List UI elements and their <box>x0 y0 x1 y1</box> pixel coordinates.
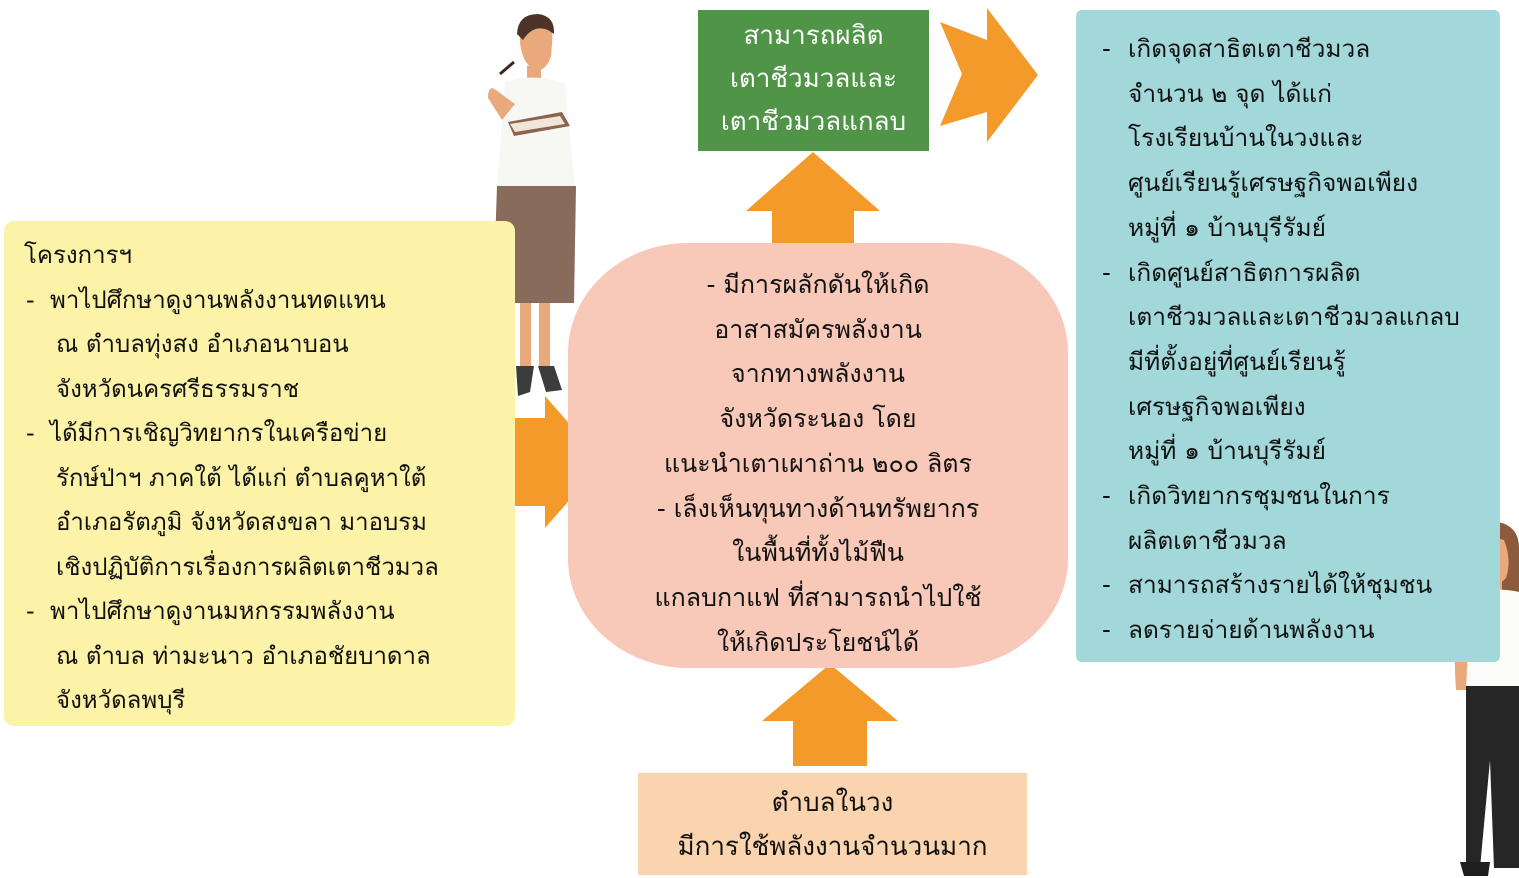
right-item-1-line: หมู่ที่ ๑ บ้านบุรีรัมย์ <box>1128 212 1327 242</box>
results-teal-box: - เกิดจุดสาธิตเตาชีวมวล จำนวน ๒ จุด ได้แ… <box>1076 10 1500 662</box>
left-item-3: - พาไปศึกษาดูงานมหกรรมพลังงาน ณ ตำบล ท่า… <box>24 589 501 723</box>
left-item-3-line: จังหวัดลพบุรี <box>56 686 186 714</box>
center-process-box: - มีการผลักดันให้เกิด อาสาสมัครพลังงาน จ… <box>568 243 1068 668</box>
green-line: สามารถผลิต <box>743 21 884 51</box>
left-box-title: โครงการฯ <box>24 241 132 269</box>
left-item-2-line: อำเภอรัตภูมิ จังหวัดสงขลา มาอบรม <box>56 508 427 536</box>
left-activities-box: โครงการฯ - พาไปศึกษาดูงานพลังงานทดแทน ณ … <box>4 221 515 726</box>
bullet-dash: - <box>26 597 35 625</box>
right-item-2-line: เกิดศูนย์สาธิตการผลิต <box>1128 257 1361 287</box>
bottom-line: ตำบลในวง <box>771 788 894 818</box>
right-item-3-line: ผลิตเตาชีวมวล <box>1128 525 1287 555</box>
right-item-1-line: เกิดจุดสาธิตเตาชีวมวล <box>1128 34 1371 63</box>
right-item-4-line: สามารถสร้างรายได้ให้ชุมชน <box>1128 570 1433 600</box>
arrow-center-to-green <box>746 152 880 247</box>
center-line: ให้เกิดประโยชน์ได้ <box>716 627 920 657</box>
right-item-1-line: ศูนย์เรียนรู้เศรษฐกิจพอเพียง <box>1128 168 1419 198</box>
bullet-dash: - <box>1102 34 1111 63</box>
output-green-box: สามารถผลิต เตาชีวมวลและ เตาชีวมวลแกลบ <box>698 10 929 151</box>
bottom-line: มีการใช้พลังงานจำนวนมาก <box>677 832 988 862</box>
center-line: อาสาสมัครพลังงาน <box>714 314 922 344</box>
left-item-1-line: ณ ตำบลทุ่งสง อำเภอนาบอน <box>56 330 349 358</box>
center-line: แกลบกาแฟ ที่สามารถนำไปใช้ <box>654 582 982 612</box>
left-item-3-line: พาไปศึกษาดูงานมหกรรมพลังงาน <box>50 597 395 625</box>
left-item-1-line: จังหวัดนครศรีธรรมราช <box>56 374 300 403</box>
green-line: เตาชีวมวลแกลบ <box>720 107 907 137</box>
bullet-dash: - <box>1102 257 1111 287</box>
center-line: จากทางพลังงาน <box>731 359 905 389</box>
bullet-dash: - <box>1102 615 1111 645</box>
right-item-1-line: จำนวน ๒ จุด ได้แก่ <box>1128 78 1333 108</box>
right-item-4: - สามารถสร้างรายได้ให้ชุมชน <box>1102 563 1500 608</box>
center-line: ในพื้นที่ทั้งไม้ฟืน <box>732 538 904 568</box>
arrow-bottom-to-center <box>762 664 898 766</box>
right-item-2-line: หมู่ที่ ๑ บ้านบุรีรัมย์ <box>1128 436 1327 466</box>
left-item-1: - พาไปศึกษาดูงานพลังงานทดแทน ณ ตำบลทุ่งส… <box>24 278 501 412</box>
left-item-1-line: พาไปศึกษาดูงานพลังงานทดแทน <box>50 285 386 314</box>
left-item-2: - ได้มีการเชิญวิทยากรในเครือข่าย รักษ์ป่… <box>24 411 501 589</box>
origin-bottom-box: ตำบลในวง มีการใช้พลังงานจำนวนมาก <box>638 773 1027 875</box>
center-line: - เล็งเห็นทุนทางด้านทรัพยากร <box>656 493 980 523</box>
right-item-2-line: เตาชีวมวลและเตาชีวมวลแกลบ <box>1128 302 1460 332</box>
left-item-2-line: เชิงปฏิบัติการเรื่องการผลิตเตาชีวมวล <box>56 552 439 581</box>
bullet-dash: - <box>26 285 35 314</box>
right-item-1: - เกิดจุดสาธิตเตาชีวมวล จำนวน ๒ จุด ได้แ… <box>1102 27 1500 251</box>
right-item-5: - ลดรายจ่ายด้านพลังงาน <box>1102 608 1500 653</box>
arrow-left-to-center <box>514 396 603 528</box>
left-item-3-line: ณ ตำบล ท่ามะนาว อำเภอชัยบาดาล <box>56 641 431 670</box>
right-item-3: - เกิดวิทยากรชุมชนในการ ผลิตเตาชีวมวล <box>1102 474 1500 563</box>
green-line: เตาชีวมวลและ <box>730 64 897 94</box>
right-item-3-line: เกิดวิทยากรชุมชนในการ <box>1128 481 1390 511</box>
bullet-dash: - <box>1102 481 1111 511</box>
right-item-2-line: เศรษฐกิจพอเพียง <box>1128 391 1306 421</box>
right-item-2: - เกิดศูนย์สาธิตการผลิต เตาชีวมวลและเตาช… <box>1102 251 1500 475</box>
left-item-2-line: ได้มีการเชิญวิทยากรในเครือข่าย <box>50 419 388 447</box>
bullet-dash: - <box>26 419 35 447</box>
center-line: จังหวัดระนอง โดย <box>719 404 917 434</box>
center-line: แนะนำเตาเผาถ่าน ๒๐๐ ลิตร <box>664 448 972 478</box>
center-line: - มีการผลักดันให้เกิด <box>706 270 930 299</box>
right-item-1-line: โรงเรียนบ้านในวงและ <box>1128 123 1364 153</box>
left-item-2-line: รักษ์ป่าฯ ภาคใต้ ได้แก่ ตำบลคูหาใต้ <box>56 463 427 492</box>
right-item-2-line: มีที่ตั้งอยู่ที่ศูนย์เรียนรู้ <box>1128 346 1346 376</box>
arrow-green-to-right <box>940 8 1038 142</box>
right-item-5-line: ลดรายจ่ายด้านพลังงาน <box>1128 615 1375 645</box>
bullet-dash: - <box>1102 570 1111 600</box>
